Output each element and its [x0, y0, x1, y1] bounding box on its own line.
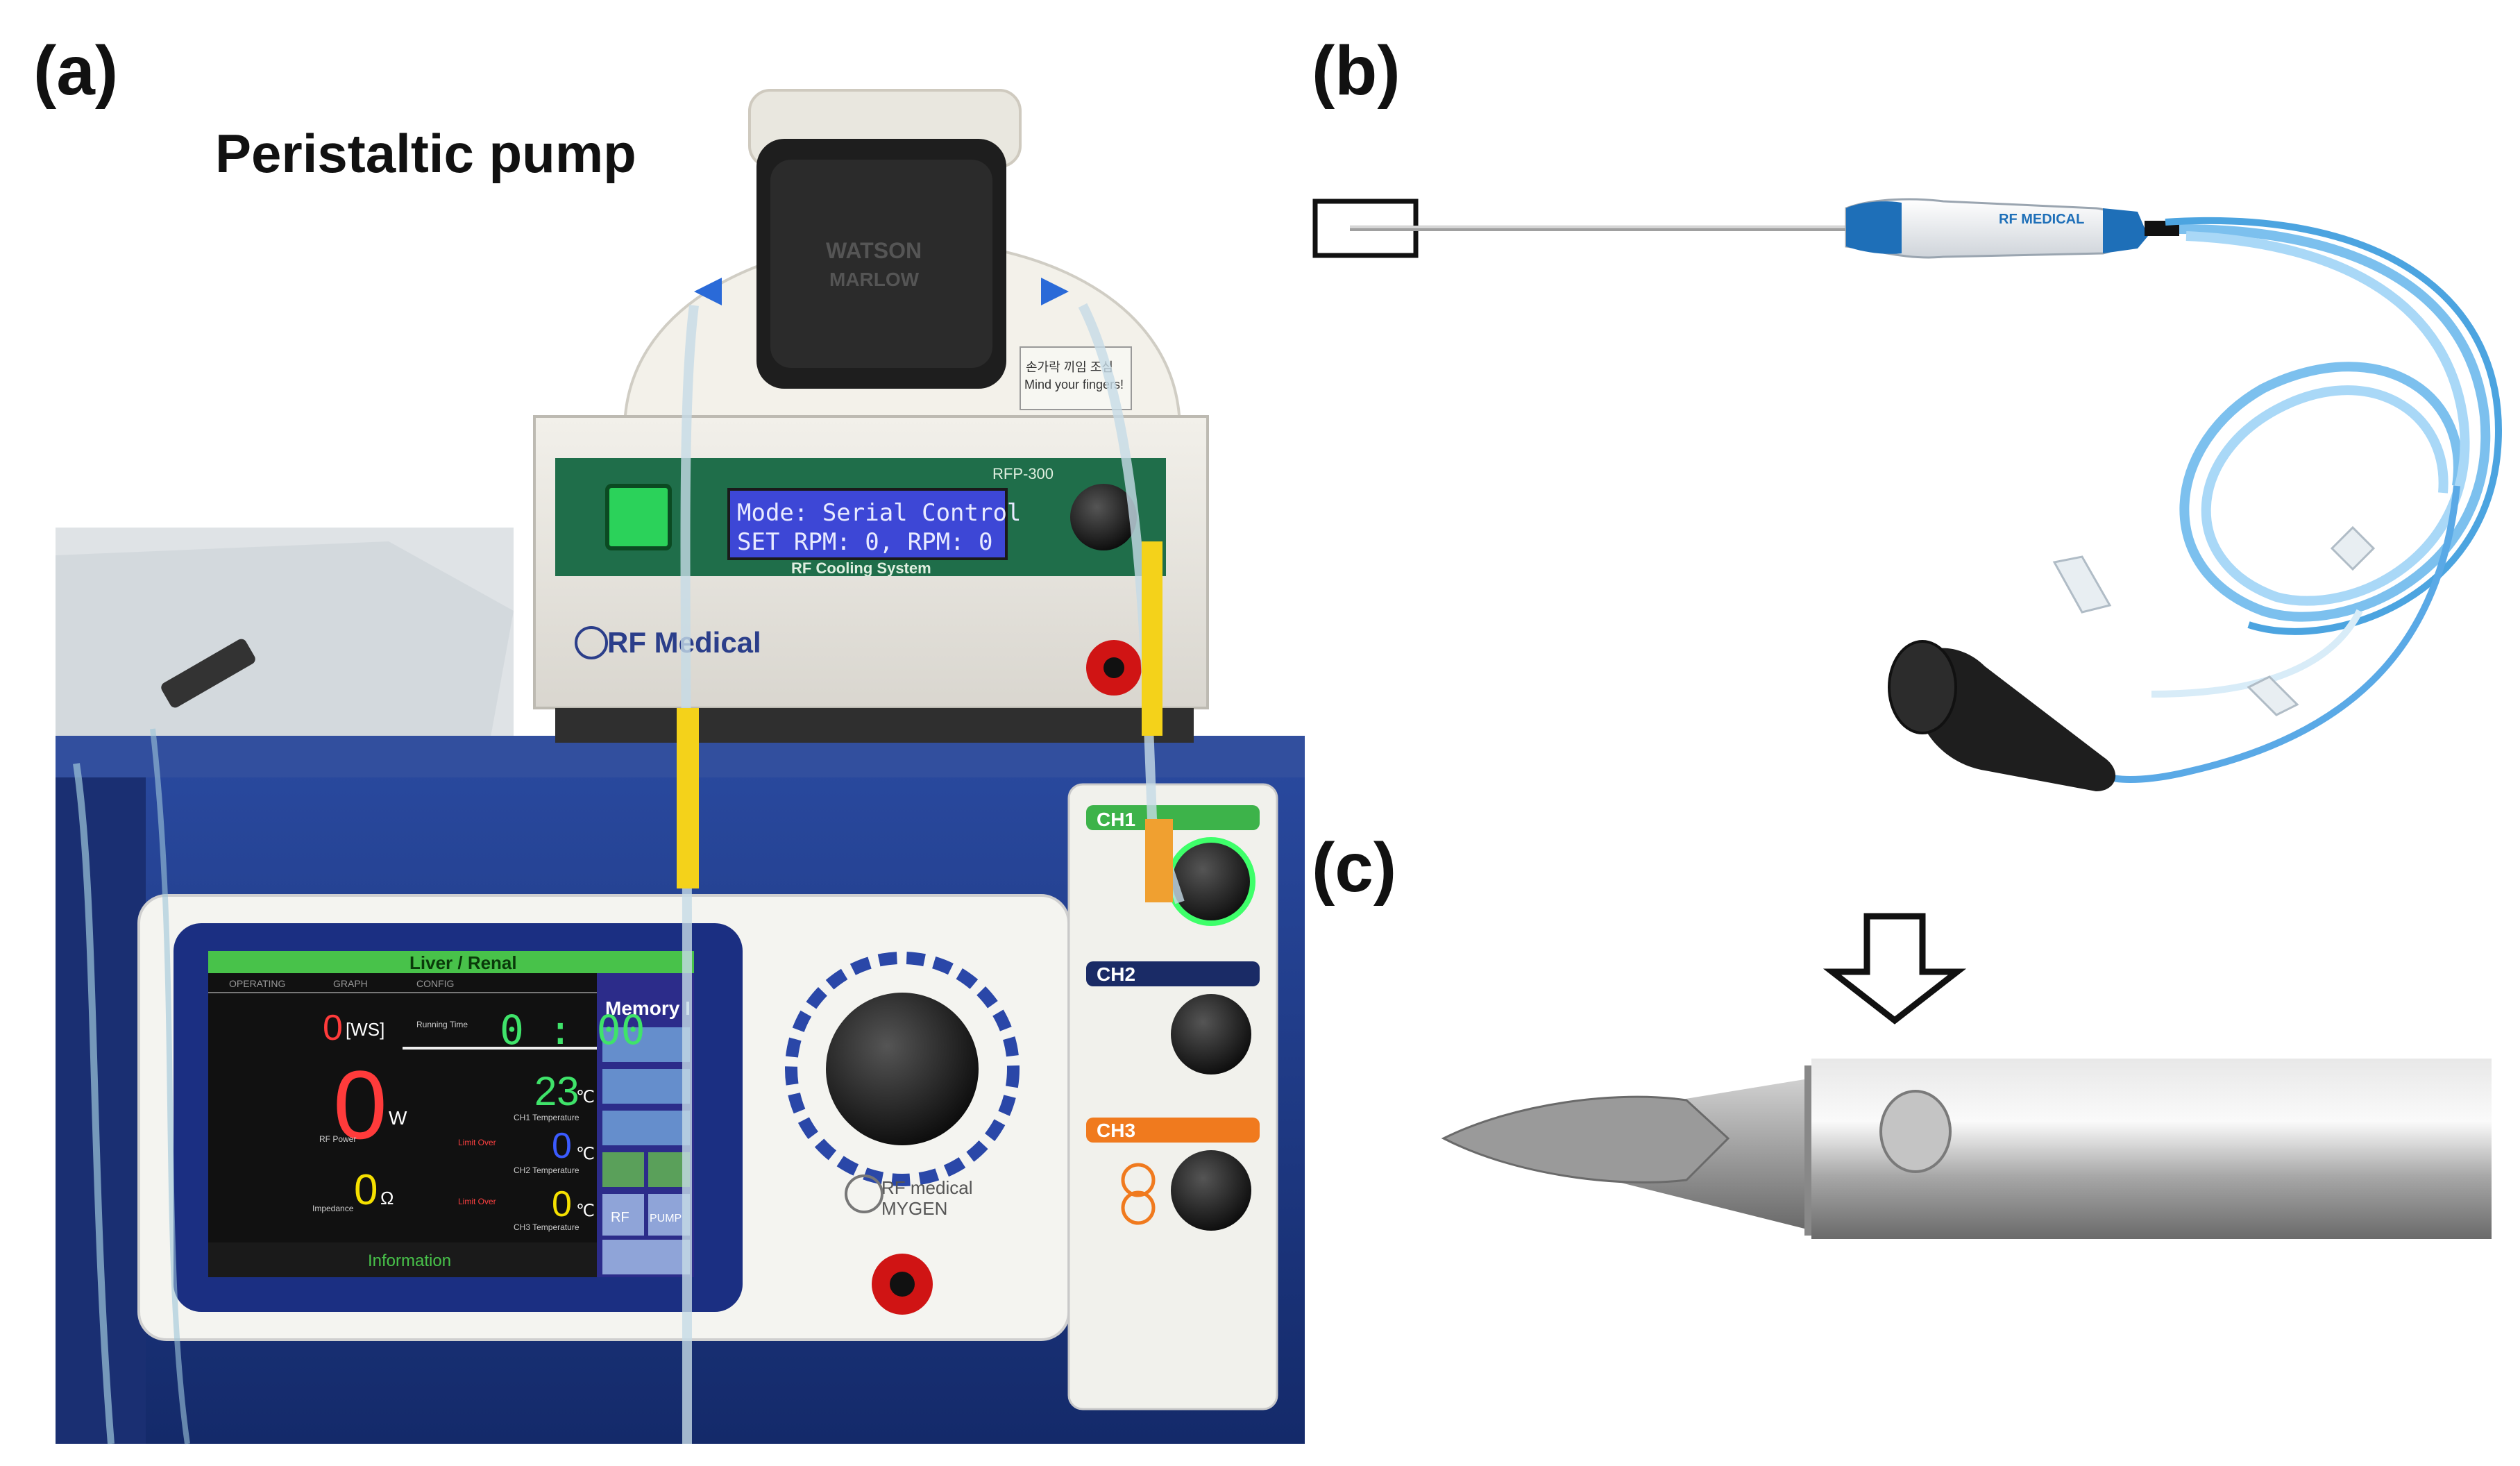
running-time-label: Running Time	[416, 1020, 468, 1029]
rf-power-unit: W	[389, 1107, 407, 1129]
memory-button-1[interactable]	[602, 1027, 690, 1062]
ch1-label: CH1	[1097, 809, 1135, 830]
ch2-connector[interactable]	[1171, 994, 1251, 1075]
rf-power-value: 0	[333, 1050, 387, 1159]
running-time-value: 0 : 00	[500, 1006, 645, 1054]
peristaltic-pump-caption: Peristaltic pump	[215, 123, 636, 184]
info-bar: Information	[368, 1252, 451, 1270]
generator-brand-line2: MYGEN	[881, 1198, 947, 1219]
down-arrow-icon	[1823, 913, 1967, 1025]
left-arrow-icon	[694, 278, 722, 305]
up-arrow-button[interactable]	[602, 1152, 644, 1187]
ch2-temp-label: CH2 Temperature	[514, 1165, 580, 1175]
power-switch[interactable]	[605, 484, 672, 550]
power-dial[interactable]	[785, 952, 1020, 1186]
pump-subtitle: RF Cooling System	[791, 559, 931, 577]
pump-warning-korean: 손가락 끼임 조심	[1026, 360, 1113, 374]
pump-lcd	[727, 488, 1008, 560]
luer-connector-3	[2247, 675, 2299, 716]
ch3-bar	[1086, 1118, 1260, 1143]
screen-header: Liver / Renal	[409, 952, 517, 973]
ch2-temp-value: 0	[552, 1126, 572, 1166]
needle-port-hole	[1879, 1090, 1952, 1173]
tube-right	[1078, 303, 1185, 904]
generator-screen	[174, 923, 743, 1312]
rf-button-label: RF	[611, 1210, 629, 1225]
ch3-limit-label: Limit Over	[458, 1197, 496, 1206]
lcd-line-2: SET RPM: 0, RPM: 0	[737, 528, 992, 556]
ch1-temp-value: 23	[534, 1069, 580, 1114]
yellow-tube-clamp-left	[677, 708, 699, 888]
tab-graph[interactable]: GRAPH	[333, 978, 368, 989]
power-ws-value: 0	[323, 1008, 343, 1048]
impedance-value: 0	[354, 1166, 378, 1214]
ch3-connector[interactable]	[1171, 1150, 1251, 1231]
panel-label-a: (a)	[33, 32, 119, 110]
pump-head-brand-1: WATSON	[826, 238, 922, 263]
memory-button-3[interactable]	[602, 1111, 690, 1145]
pump-head-brand-2: MARLOW	[829, 269, 920, 290]
impedance-unit: Ω	[380, 1188, 394, 1208]
lcd-line-1: Mode: Serial Control	[737, 499, 1021, 527]
luer-connector-2	[2330, 525, 2376, 571]
cable-plug	[1888, 640, 2116, 791]
right-arrow-icon	[1041, 278, 1069, 305]
pump-model: RFP-300	[992, 465, 1054, 482]
pump-warning-english: Mind your fingers!	[1024, 378, 1124, 391]
ch1-temp-unit: ℃	[576, 1088, 595, 1106]
pump-speed-knob[interactable]	[1070, 484, 1137, 550]
ch2-bar	[1086, 961, 1260, 986]
ch1-temp-label: CH1 Temperature	[514, 1113, 580, 1122]
tab-operating[interactable]: OPERATING	[229, 978, 285, 989]
ch2-temp-unit: ℃	[576, 1145, 595, 1163]
rf-logo-icon	[845, 1174, 883, 1213]
ch3-label: CH3	[1097, 1120, 1135, 1141]
needle-tip	[1441, 1059, 2492, 1239]
panel-label-b: (b)	[1312, 32, 1401, 110]
impedance-label: Impedance	[312, 1204, 354, 1213]
ch1-connector[interactable]	[1167, 837, 1255, 926]
ch2-label: CH2	[1097, 963, 1135, 985]
power-ws-unit: [WS]	[346, 1019, 384, 1040]
electrode-handle	[1845, 198, 2179, 259]
rf-button[interactable]	[602, 1194, 644, 1236]
pump-button-label: PUMP	[650, 1213, 682, 1224]
ch3-temp-label: CH3 Temperature	[514, 1222, 580, 1232]
luer-connector-1	[2052, 555, 2112, 614]
coiled-cable	[2108, 217, 2503, 783]
tab-config[interactable]: CONFIG	[416, 978, 454, 989]
home-button[interactable]	[602, 1240, 690, 1274]
rf-logo-icon	[575, 626, 608, 659]
panel-label-c: (c)	[1312, 829, 1397, 907]
ch1-bar	[1086, 805, 1260, 830]
yellow-tube-clamp-right	[1142, 541, 1162, 736]
generator-brand-line1: RF medical	[881, 1177, 972, 1198]
electrode-brand: RF MEDICAL	[1999, 212, 2084, 227]
clamp	[161, 639, 255, 708]
ch3-temp-value: 0	[552, 1184, 572, 1224]
ch3-temp-unit: ℃	[576, 1202, 595, 1220]
rf-power-label: RF Power	[319, 1134, 356, 1144]
memory-label: Memory I	[605, 997, 691, 1019]
memory-button-2[interactable]	[602, 1069, 690, 1104]
orange-connector	[1145, 819, 1173, 902]
ch2-limit-label: Limit Over	[458, 1138, 496, 1147]
